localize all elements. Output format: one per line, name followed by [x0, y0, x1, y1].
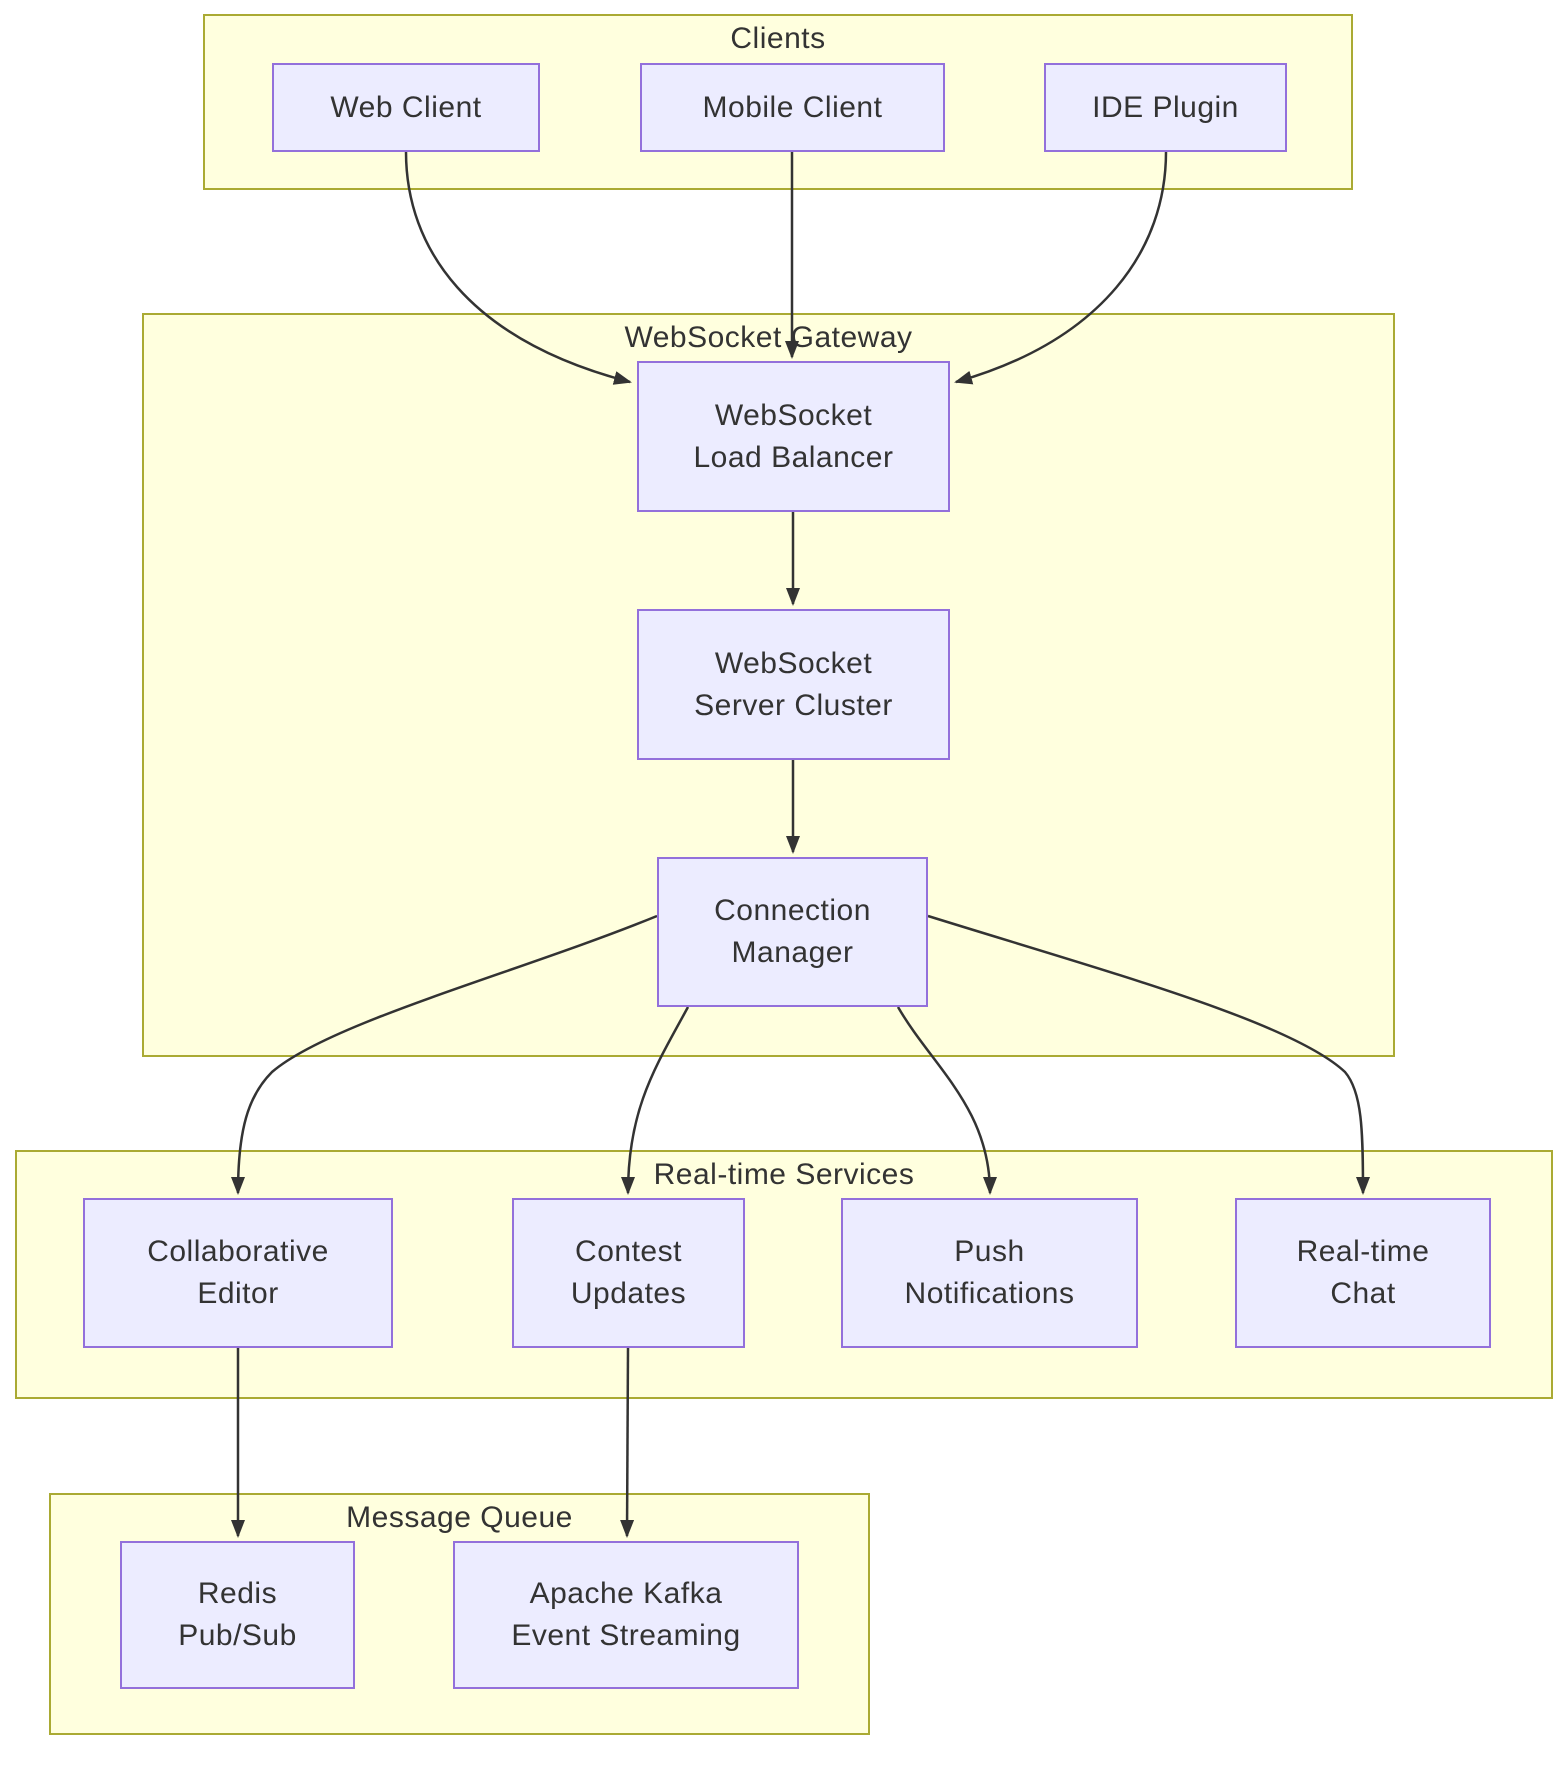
node-contest-updates: Contest Updates [512, 1198, 745, 1348]
cluster-clients-title: Clients [730, 22, 826, 55]
node-contest-updates-label: Contest Updates [570, 1235, 687, 1310]
node-connection-manager: Connection Manager [657, 857, 928, 1007]
node-mobile-client-label: Mobile Client [702, 90, 883, 124]
node-mobile-client: Mobile Client [640, 63, 945, 152]
node-collaborative-editor-label: Collaborative Editor [147, 1235, 329, 1310]
node-websocket-server-cluster-label: WebSocket Server Cluster [694, 646, 893, 722]
node-web-client: Web Client [272, 63, 540, 152]
node-redis-pubsub-label: Redis Pub/Sub [178, 1577, 297, 1652]
node-redis-pubsub: Redis Pub/Sub [120, 1541, 355, 1689]
node-web-client-label: Web Client [330, 90, 482, 124]
node-collaborative-editor: Collaborative Editor [83, 1198, 393, 1348]
node-apache-kafka: Apache Kafka Event Streaming [453, 1541, 799, 1689]
cluster-message-queue-title: Message Queue [346, 1501, 573, 1534]
cluster-websocket-gateway-title: WebSocket Gateway [624, 321, 913, 354]
node-connection-manager-label: Connection Manager [714, 894, 871, 969]
node-websocket-load-balancer-label: WebSocket Load Balancer [693, 398, 894, 474]
cluster-realtime-services-title: Real-time Services [653, 1158, 915, 1191]
node-push-notifications: Push Notifications [841, 1198, 1138, 1348]
node-apache-kafka-label: Apache Kafka Event Streaming [511, 1577, 741, 1652]
node-realtime-chat-label: Real-time Chat [1296, 1235, 1430, 1310]
node-websocket-load-balancer: WebSocket Load Balancer [637, 361, 950, 512]
node-push-notifications-label: Push Notifications [904, 1235, 1075, 1310]
node-realtime-chat: Real-time Chat [1235, 1198, 1491, 1348]
node-ide-plugin-label: IDE Plugin [1092, 90, 1239, 124]
node-ide-plugin: IDE Plugin [1044, 63, 1287, 152]
node-websocket-server-cluster: WebSocket Server Cluster [637, 609, 950, 760]
